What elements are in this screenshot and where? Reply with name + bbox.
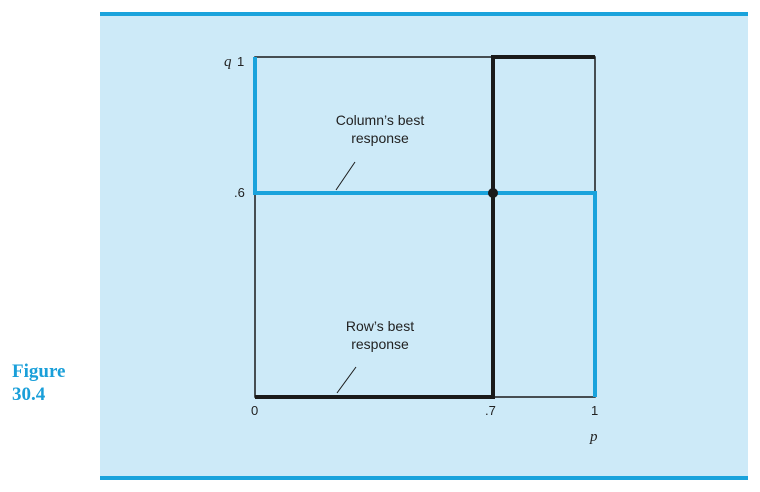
column-annotation-line1: Column’s best <box>336 112 425 128</box>
row-best-response-line <box>255 55 595 399</box>
x-axis-variable: p <box>589 429 598 445</box>
x-tick-0.7: .7 <box>485 403 496 418</box>
strategy-square <box>254 56 596 398</box>
x-tick-1: 1 <box>591 403 598 418</box>
figure-label-word: Figure <box>12 361 66 382</box>
y-tick-0.6: .6 <box>234 185 245 200</box>
column-annotation-line2: response <box>351 130 409 146</box>
figure-label-number: 30.4 <box>12 384 46 405</box>
nash-equilibrium-point <box>488 188 498 198</box>
figure-label: Figure 30.4 <box>12 360 92 406</box>
column-best-response-line <box>253 57 597 397</box>
row-annotation-line2: response <box>351 336 409 352</box>
row-annotation-line1: Row’s best <box>346 318 414 334</box>
column-annotation-leader <box>335 161 356 191</box>
y-tick-1: 1 <box>237 54 244 69</box>
figure-panel <box>100 12 748 480</box>
y-axis-variable: q <box>224 54 232 70</box>
x-tick-0: 0 <box>251 403 258 418</box>
row-annotation-leader <box>336 366 357 394</box>
